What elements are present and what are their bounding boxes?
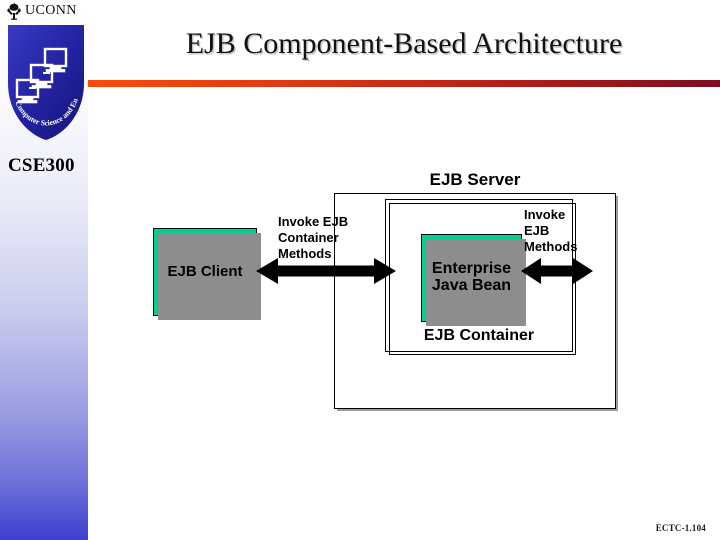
- invoke-container-methods-label: Invoke EJB Container Methods: [278, 214, 349, 261]
- page-title: EJB Component-Based Architecture: [185, 27, 623, 60]
- uconn-oak-tree-icon: [7, 2, 21, 20]
- uconn-wordmark-text: UCONN: [25, 3, 77, 18]
- footer-code: ECTC-1.104: [655, 523, 706, 533]
- course-code: CSE300: [8, 155, 75, 176]
- bean-to-client-arrow-icon: [521, 258, 593, 284]
- ejb-server-label: EJB Server: [429, 170, 521, 189]
- computer-cluster-icon: [15, 47, 68, 104]
- enterprise-java-bean-box: Enterprise Java Bean: [421, 234, 526, 326]
- title-divider: [88, 80, 720, 87]
- ejb-client-box: EJB Client: [153, 228, 261, 320]
- cse-shield-logo: Computer Science and Engineering: [5, 23, 87, 143]
- uconn-wordmark: UCONN: [6, 1, 86, 21]
- client-to-server-arrow-icon: [256, 258, 396, 284]
- invoke-ejb-methods-label: Invoke EJB Methods: [524, 207, 578, 254]
- ejb-container-label: EJB Container: [423, 327, 535, 344]
